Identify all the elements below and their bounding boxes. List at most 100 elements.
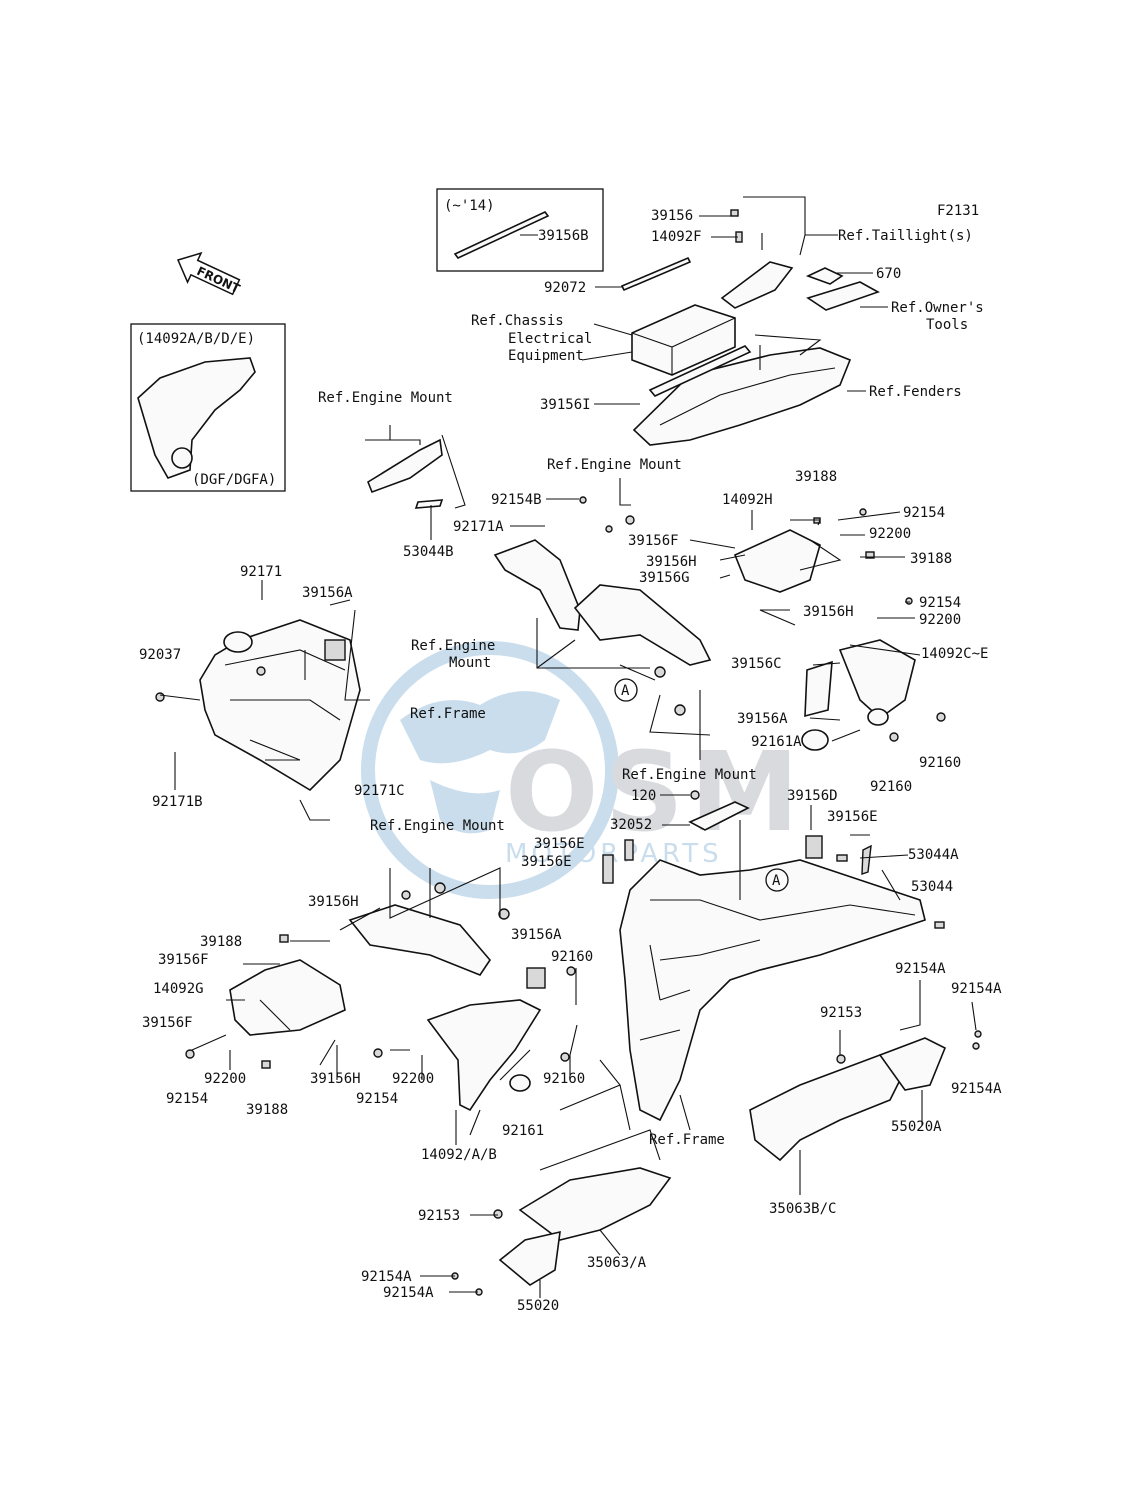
label-92171a: 92171A [453,519,504,535]
label-92161: 92161 [502,1123,544,1139]
label-14092g: 14092G [153,981,204,997]
inset-14-part-drawing [453,211,550,259]
label-39156h-a: 39156H [646,554,697,570]
label-equipment: Equipment [508,348,584,364]
label-39156a-c: 39156A [511,927,562,943]
label-92160-c: 92160 [551,949,593,965]
label-92171b: 92171B [152,794,203,810]
label-39156a-a: 39156A [302,585,353,601]
label-92200-a: 92200 [869,526,911,542]
label-39188-a: 39188 [795,469,837,485]
label-92171: 92171 [240,564,282,580]
label-92072: 92072 [544,280,586,296]
label-92154-d: 92154 [356,1091,398,1107]
label-35063-a: 35063/A [587,1255,647,1271]
label-ref-owners: Ref.Owner's [891,300,984,316]
label-92160-d: 92160 [543,1071,585,1087]
label-tools: Tools [926,317,968,333]
label-92037: 92037 [139,647,181,663]
label-92154a-e: 92154A [383,1285,434,1301]
label-92200-c: 92200 [204,1071,246,1087]
label-53044b: 53044B [403,544,454,560]
label-ref-engine-mount-2: Ref.Engine Mount [547,457,682,473]
callout-a-right [765,868,789,892]
label-ref-frame-1: Ref.Frame [410,706,486,722]
inset-side-box [130,323,286,492]
label-39156h-c: 39156H [308,894,359,910]
label-ref-engine-mount-5: Ref.Engine Mount [370,818,505,834]
label-39156f-a: 39156F [628,533,679,549]
label-92154a-c: 92154A [951,1081,1002,1097]
label-92154a-d: 92154A [361,1269,412,1285]
label-ref-engine-mount-4: Ref.Engine Mount [622,767,757,783]
label-39156f-c: 39156F [142,1015,193,1031]
label-92154b: 92154B [491,492,542,508]
label-mount-3: Mount [449,655,491,671]
label-39156e-a: 39156E [827,809,878,825]
diagram-code: F2131 [937,203,979,219]
inset-side-title: (14092A/B/D/E) [137,331,255,347]
label-39156g: 39156G [639,570,690,586]
label-14092h: 14092H [722,492,773,508]
inset-14-box [436,188,604,272]
label-92153-b: 92153 [418,1208,460,1224]
label-92200-d: 92200 [392,1071,434,1087]
label-670: 670 [876,266,901,282]
watermark-main: OSM [505,728,805,856]
label-39188-b: 39188 [910,551,952,567]
label-electrical: Electrical [508,331,592,347]
inset-side-cover-drawing [137,357,256,479]
label-39156i: 39156I [540,397,591,413]
label-ref-fenders: Ref.Fenders [869,384,962,400]
label-39156f-b: 39156F [158,952,209,968]
inset-14-part: 39156B [538,228,589,244]
label-92154-a: 92154 [903,505,945,521]
label-ref-engine-3: Ref.Engine [411,638,495,654]
label-120: 120 [631,788,656,804]
label-92154-b: 92154 [919,595,961,611]
watermark: OSM MOTORPARTS [361,641,805,899]
label-53044a: 53044A [908,847,959,863]
label-92154a-b: 92154A [951,981,1002,997]
label-92171c: 92171C [354,783,405,799]
leader-lines [159,196,977,1298]
label-ref-engine-mount-1: Ref.Engine Mount [318,390,453,406]
label-53044: 53044 [911,879,953,895]
front-arrow-icon: FRONT [176,251,243,296]
label-92153-a: 92153 [820,1005,862,1021]
label-35063b-c: 35063B/C [769,1201,836,1217]
label-39156a-b: 39156A [737,711,788,727]
label-14092c-e: 14092C~E [921,646,988,662]
label-ref-taillights: Ref.Taillight(s) [838,228,973,244]
callout-a-left-label: A [621,683,630,699]
label-39156c: 39156C [731,656,782,672]
label-39156d: 39156D [787,788,838,804]
label-39156-top: 39156 [651,208,693,224]
callout-a-left [614,678,638,702]
label-92154a-a: 92154A [895,961,946,977]
label-92160-b: 92160 [870,779,912,795]
label-39188-d: 39188 [246,1102,288,1118]
label-39156h-d: 39156H [310,1071,361,1087]
label-14092f: 14092F [651,229,702,245]
label-39156e-b: 39156E [534,836,585,852]
inset-14-title: (~'14) [444,198,495,214]
label-92200-b: 92200 [919,612,961,628]
label-39156e-c: 39156E [521,854,572,870]
label-32052: 32052 [610,817,652,833]
label-ref-frame-2: Ref.Frame [649,1132,725,1148]
label-55020: 55020 [517,1298,559,1314]
label-92154-c: 92154 [166,1091,208,1107]
label-92161a: 92161A [751,734,802,750]
label-55020a: 55020A [891,1119,942,1135]
label-39188-c: 39188 [200,934,242,950]
part-drawings [155,209,982,1296]
label-39156h-b: 39156H [803,604,854,620]
inset-side-note: (DGF/DGFA) [192,472,276,488]
callout-a-right-label: A [772,873,781,889]
label-ref-chassis: Ref.Chassis [471,313,564,329]
label-14092-a-b: 14092/A/B [421,1147,497,1163]
part-labels: 39156 14092F Ref.Taillight(s) 670 Ref.Ow… [139,208,1002,1314]
